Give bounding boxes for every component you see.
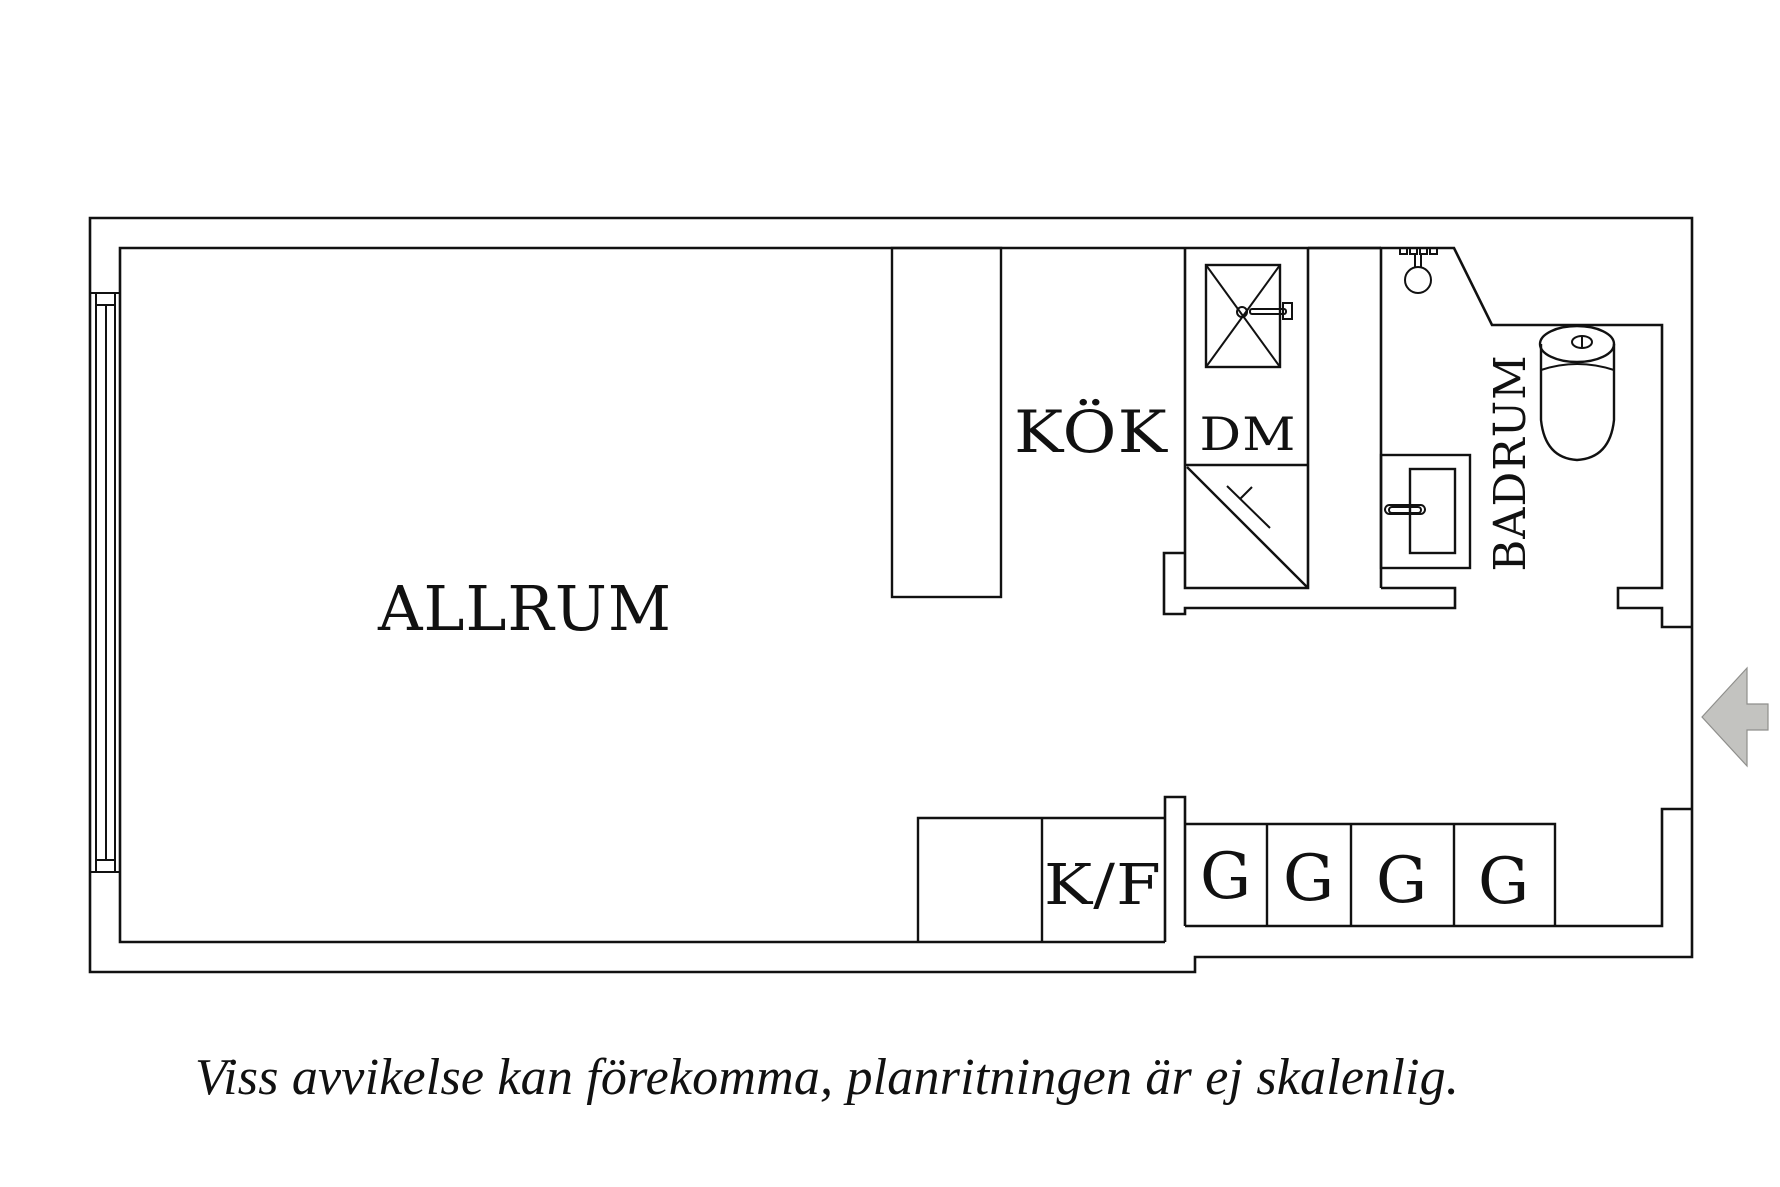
label-garderob-2: G [1283,842,1335,916]
shower-icon [1204,263,1282,369]
label-garderob-4: G [1478,845,1530,919]
partition-wall [1162,551,1457,616]
sink-icon [1379,453,1472,570]
wall-stub-lower [1163,795,1187,942]
room-label-allrum: ALLRUM [377,572,672,645]
kitchen-counter [890,246,1003,599]
room-label-dm: DM [1200,407,1297,461]
inner-wall-main [118,246,1381,944]
toilet-icon [1538,324,1616,462]
bathroom-wall [1379,246,1692,629]
label-kf: K/F [1044,853,1162,918]
inner-wall-right-lower [1185,807,1692,928]
lower-cabinets [916,816,1165,942]
room-label-kok: KÖK [1014,398,1169,466]
outer-wall [88,216,1694,974]
wardrobes [1185,822,1557,926]
shower-head-icon [1399,247,1438,294]
label-garderob-3: G [1376,844,1428,918]
entrance-arrow-icon [1701,666,1769,768]
disclaimer-caption: Viss avvikelse kan förekomma, planritnin… [195,1049,1460,1106]
dm-closet [1183,248,1310,590]
window-left [90,292,120,873]
label-garderob-1: G [1200,840,1252,914]
room-label-badrum: BADRUM [1485,355,1536,572]
